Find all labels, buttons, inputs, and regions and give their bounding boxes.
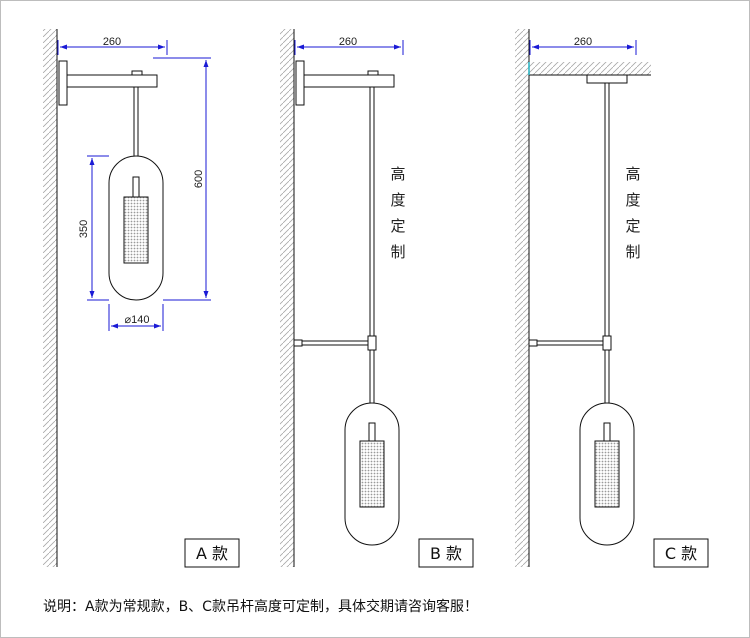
custom-height-char-c-4: 制: [625, 243, 640, 261]
model-c-drawing: 260 高 度 定 制 C 款: [515, 29, 709, 568]
rod-b-upper: [369, 86, 375, 338]
custom-height-char-c-1: 高: [625, 165, 640, 183]
custom-height-char-b-3: 定: [390, 217, 405, 235]
dim-label-260-b: 260: [339, 36, 357, 48]
custom-height-char-b-1: 高: [390, 165, 405, 183]
dim-label-260-a: 260: [103, 36, 121, 48]
support-plate-c: [528, 339, 538, 347]
note-text: 说明：A款为常规款，B、C款吊杆高度可定制，具体交期请咨询客服！: [43, 598, 478, 615]
light-core-c: [594, 440, 620, 508]
wall-hatch-c: [515, 29, 529, 567]
support-arm-c: [536, 340, 604, 346]
connector-b: [367, 335, 377, 351]
label-model-c: C 款: [665, 544, 697, 563]
label-box-c: [653, 538, 709, 568]
wall-hatch-a: [43, 29, 57, 567]
ceiling-hatch: [529, 62, 651, 75]
rod-c-lower: [604, 349, 610, 405]
custom-height-char-c-3: 定: [625, 217, 640, 235]
arm-b: [303, 74, 395, 88]
rod-b-lower: [369, 349, 375, 405]
model-b-drawing: 260 高 度 定 制 B 款: [280, 29, 474, 568]
custom-height-char-b-4: 制: [390, 243, 405, 261]
dim-label-140: ⌀140: [125, 314, 150, 326]
support-plate-b: [293, 339, 303, 347]
arm-cap-b: [367, 70, 379, 76]
canopy-c: [586, 74, 628, 84]
model-a-drawing: 260 600 350 ⌀140 A 款: [43, 29, 240, 568]
light-core-a: [123, 196, 149, 264]
label-model-a: A 款: [196, 544, 228, 563]
wall-plate-b: [295, 60, 305, 106]
socket-b: [368, 422, 376, 442]
light-core-b: [359, 440, 385, 508]
custom-height-char-c-2: 度: [625, 191, 640, 209]
label-model-b: B 款: [430, 544, 462, 563]
support-arm-b: [301, 340, 369, 346]
wall-plate-a: [58, 60, 68, 106]
dim-label-600: 600: [193, 170, 205, 188]
arm-cap-a: [131, 70, 143, 76]
rod-c-upper: [604, 82, 610, 338]
dim-label-260-c: 260: [574, 36, 592, 48]
socket-a: [132, 176, 140, 198]
connector-c: [602, 335, 612, 351]
wall-hatch-b: [280, 29, 294, 567]
custom-height-char-b-2: 度: [390, 191, 405, 209]
socket-c: [603, 422, 611, 442]
dim-label-350: 350: [78, 220, 90, 238]
arm-a: [66, 74, 158, 88]
label-box-a: [184, 538, 240, 568]
label-box-b: [418, 538, 474, 568]
